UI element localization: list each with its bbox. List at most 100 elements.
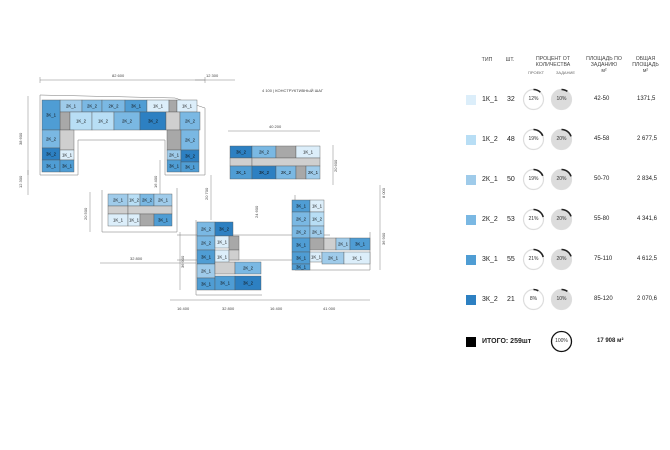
apartment-label: 1K_2 — [312, 217, 323, 222]
type-swatch — [466, 295, 476, 305]
apartment-label: 1K_1 — [311, 255, 322, 260]
header-percent: ПРОЦЕНТ ОТ КОЛИЧЕСТВА — [535, 56, 571, 68]
apartment-label: 3K_1 — [220, 281, 231, 286]
apartment-label: 3K_1 — [169, 164, 180, 169]
apartment-3К_1 — [153, 213, 173, 227]
dimension-labels: 82 600 12 300 4 100 | КОНСТРУКТИВНЫЙ ШАГ… — [18, 73, 386, 311]
apartment-3К_1 — [59, 159, 75, 173]
project-percent-ring: 8% — [522, 288, 545, 311]
corridor — [59, 129, 75, 151]
area-range: 55-80 — [594, 216, 610, 222]
corridor — [165, 111, 181, 131]
project-percent-ring: 21% — [522, 208, 545, 231]
floor-plan: 82 600 12 300 4 100 | КОНСТРУКТИВНЫЙ ШАГ… — [18, 73, 386, 311]
apartment-label: 1K_1 — [182, 104, 193, 109]
apartment-label: 1K_2 — [98, 119, 109, 124]
apartment-label: 3K_1 — [296, 256, 307, 261]
type-label: 3К_1 — [482, 256, 498, 263]
dim-mid-e: 8 000 — [381, 187, 386, 198]
type-swatch — [466, 175, 476, 185]
project-percent: 19% — [528, 136, 539, 142]
task-percent: 20% — [556, 176, 567, 182]
task-percent-ring: 20% — [550, 248, 573, 271]
apartment-label: 2K_2 — [281, 170, 292, 175]
type-count: 21 — [507, 296, 515, 303]
dim-bottom-b: 32 800 — [222, 306, 235, 311]
apartment-label: 1K_2 — [76, 119, 87, 124]
apartment-label: 1K_1 — [303, 150, 314, 155]
stair-core — [228, 235, 240, 251]
apartment-label: 3K_1 — [131, 104, 142, 109]
task-percent: 20% — [556, 256, 567, 262]
stair-core — [59, 111, 71, 131]
dim-left-offset: 12 300 — [18, 175, 23, 188]
task-percent: 20% — [556, 136, 567, 142]
apartment-label: 1K_1 — [217, 240, 228, 245]
task-percent-ring: 10% — [550, 88, 573, 111]
dim-bottom-d: 41 000 — [323, 306, 336, 311]
dimension-lines — [27, 77, 381, 301]
apartment-label: 2K_2 — [185, 138, 196, 143]
stair-core — [295, 165, 307, 180]
type-count: 55 — [507, 256, 515, 263]
area-total: 2 834,5 — [637, 176, 658, 182]
dim-bottom-c: 16 400 — [270, 306, 283, 311]
apartment-label: 2K_2 — [185, 119, 196, 124]
apartment-label: 2K_2 — [259, 150, 270, 155]
apartment-label: 2K_2 — [296, 217, 307, 222]
stair-core — [139, 213, 155, 227]
stair-core — [166, 129, 182, 151]
dim-mid-d: 24 600 — [254, 205, 259, 218]
area-total: 2 070,6 — [637, 296, 658, 302]
apartment-label: 3K_2 — [259, 170, 270, 175]
apartment-label: 2K_2 — [243, 266, 254, 271]
area-total: 4 612,5 — [637, 256, 658, 262]
apartment-label: 2K_1 — [169, 153, 180, 158]
dim-right-height: 36 900 — [381, 232, 386, 245]
apartment-label: 3K_1 — [236, 170, 247, 175]
apartment-3К_1 — [349, 237, 371, 251]
apartment-label: 2K_1 — [158, 198, 169, 203]
apartment-label: 3K_1 — [185, 165, 196, 170]
area-total: 4 341,6 — [637, 216, 658, 222]
apartment-label: 1K_2 — [129, 198, 140, 203]
apartment-label: 2K_2 — [142, 198, 153, 203]
apartment-2К_2 — [234, 261, 262, 275]
apartment-label: 2K_1 — [312, 230, 323, 235]
apartment-label: 3K_1 — [201, 282, 212, 287]
type-swatch — [466, 95, 476, 105]
type-swatch — [466, 255, 476, 265]
corridor — [229, 157, 253, 167]
header-percent-task: ЗАДАНИЕ — [556, 70, 576, 75]
type-count: 53 — [507, 216, 515, 223]
apartment-label: 3K_1 — [201, 255, 212, 260]
type-label: 2К_1 — [482, 176, 498, 183]
area-total: 1371,5 — [637, 96, 656, 102]
apartment-label: 1K_1 — [129, 218, 140, 223]
dim-mid-b: 20 700 — [204, 187, 209, 200]
project-percent: 8% — [529, 296, 538, 302]
total-percent-ring: 100% — [550, 330, 573, 353]
project-percent-ring: 19% — [522, 168, 545, 191]
apartment-label: 3K_1 — [158, 218, 169, 223]
header-percent-project: ПРОЕКТ — [528, 70, 545, 75]
area-total: 2 677,5 — [637, 136, 658, 142]
corridor — [251, 157, 321, 167]
type-count: 32 — [507, 96, 515, 103]
corridor — [107, 205, 129, 215]
project-percent: 12% — [528, 96, 539, 102]
task-percent: 10% — [556, 96, 567, 102]
apartment-label: 2K_2 — [201, 227, 212, 232]
project-percent-ring: 21% — [522, 248, 545, 271]
apartment-label: 3K_2 — [243, 281, 254, 286]
apartment-label: 1K_1 — [312, 204, 323, 209]
area-range: 45-58 — [594, 136, 610, 142]
dim-top-left: 82 600 — [112, 73, 125, 78]
corridor — [323, 237, 337, 251]
apartment-label: 2K_1 — [201, 269, 212, 274]
